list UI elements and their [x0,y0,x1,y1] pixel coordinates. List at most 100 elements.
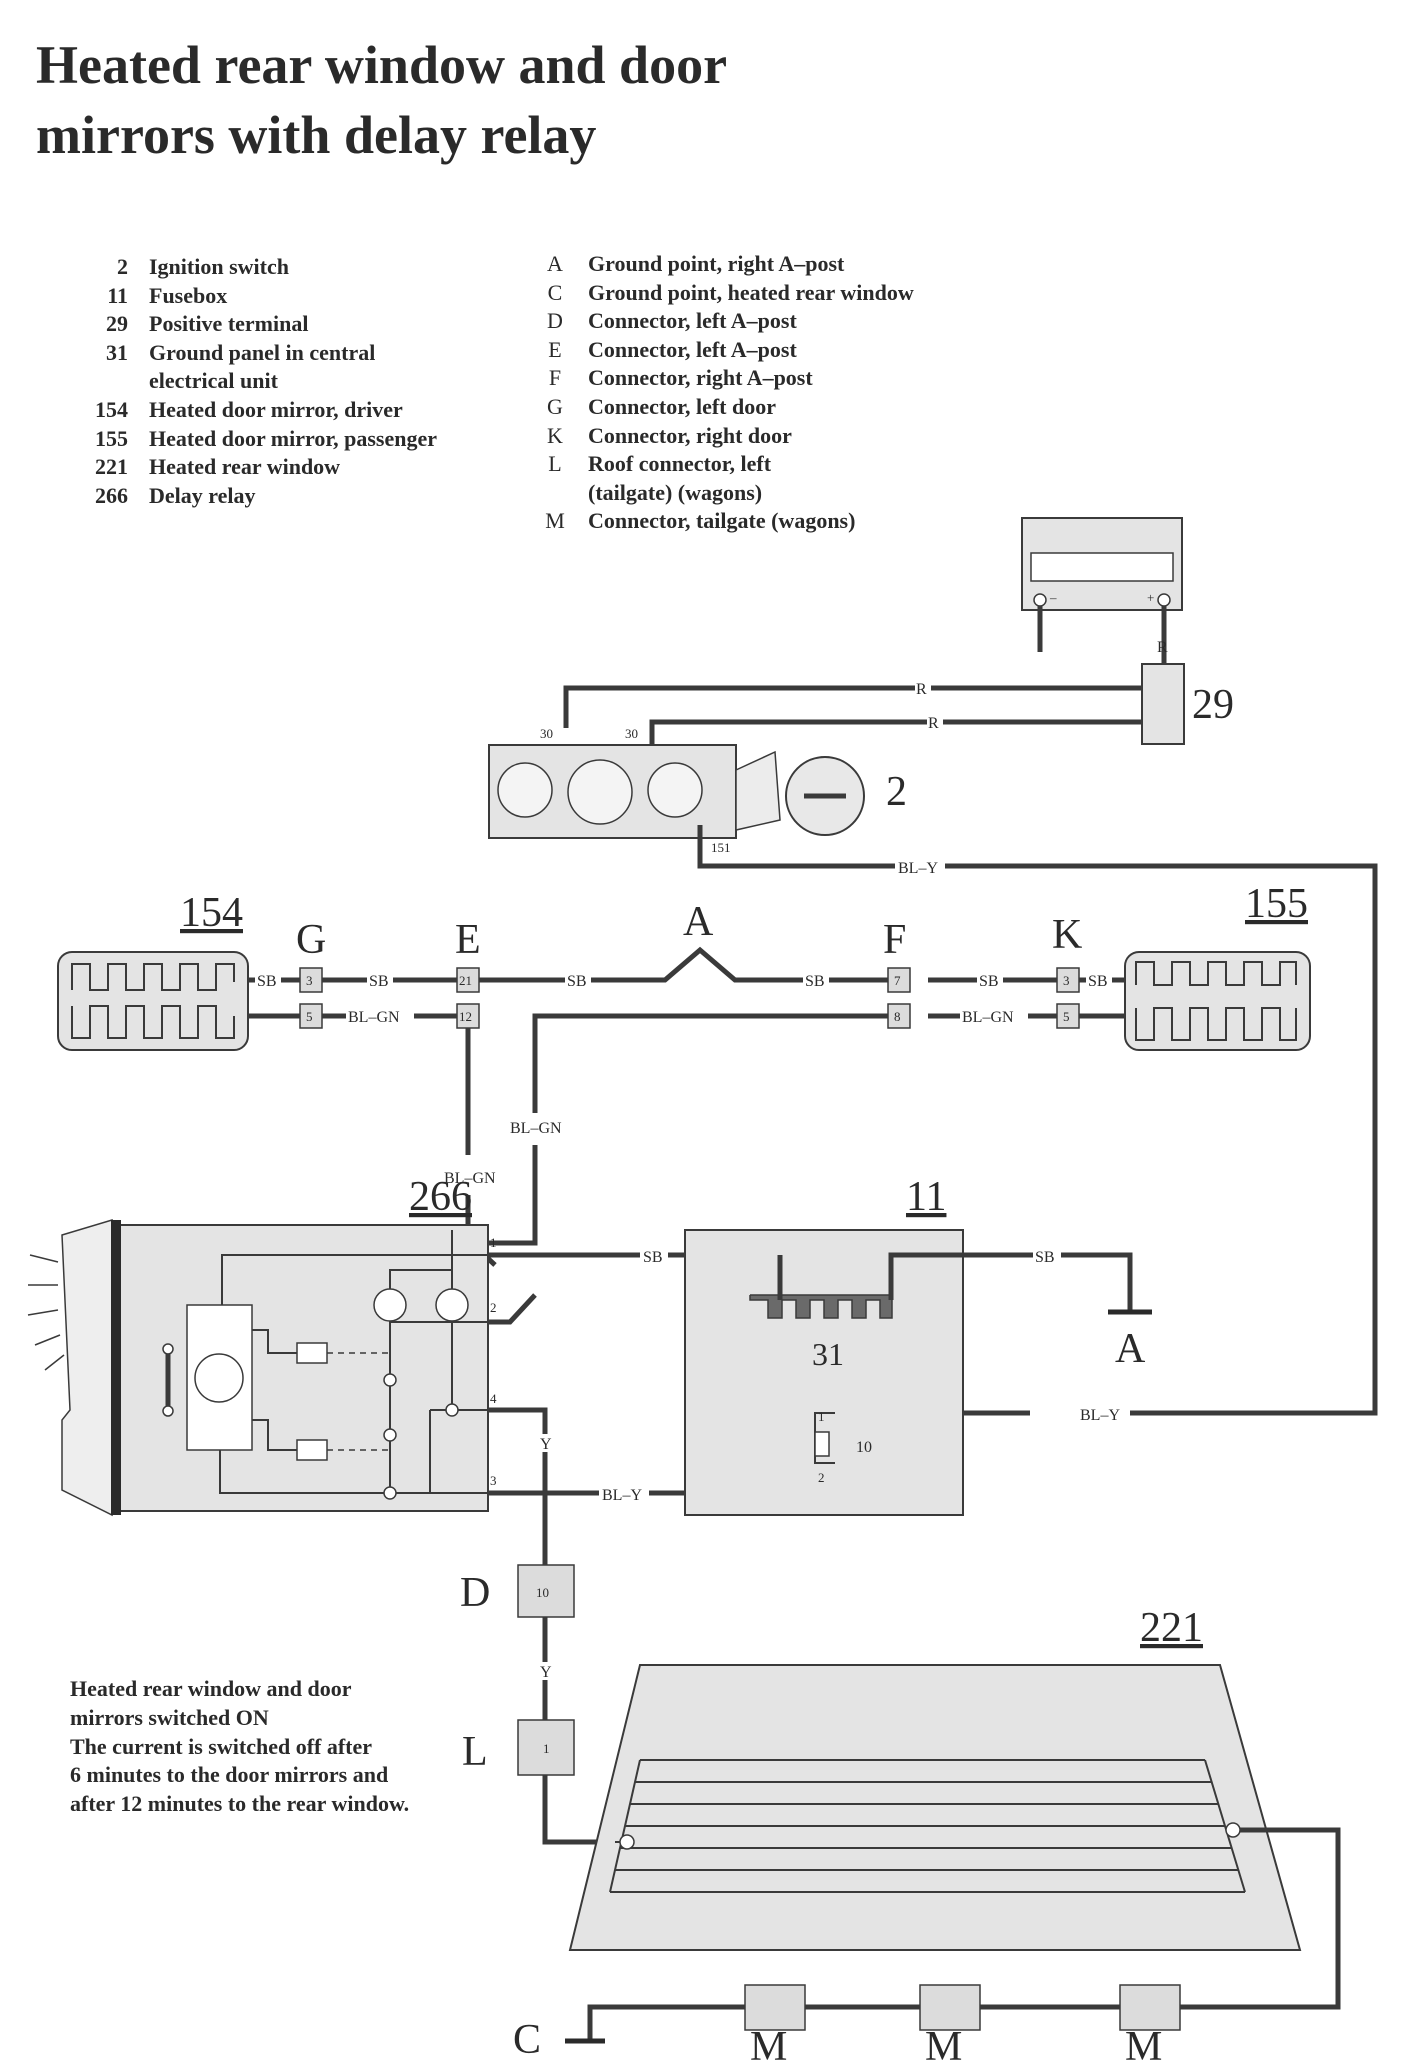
legend-text: Positive terminal [149,311,309,337]
mirror-heating-element [1135,961,1297,986]
wire-label-bg [538,1662,554,1680]
connector-m-body [744,1984,806,2031]
wire-label-sb: SB [979,973,999,990]
wire-label-sb: SB [1035,1249,1055,1266]
wire-bl-y [697,825,1378,1416]
ignition-pin-151: 151 [711,840,731,855]
note-line: The current is switched off after [70,1733,373,1759]
note-line: mirrors switched ON [70,1704,269,1730]
wire-label-bg [1078,1404,1128,1424]
relay-junction [445,1403,459,1417]
relay-pin-label: 3 [490,1473,497,1488]
relay-dashboard-switch [61,1218,113,1517]
heated-mirror-passenger: 155 [1124,881,1311,1051]
legend-text: (tailgate) (wagons) [588,479,763,505]
connector-e-pin21 [456,967,480,993]
wire-label-sb: SB [567,973,587,990]
connector-k-pin5 [1056,1003,1080,1029]
wire-ground-return [1180,1827,1341,2010]
note-line: Heated rear window and door [70,1676,352,1701]
connector-l-label: L [462,1729,488,1775]
legend-number: 11 [107,282,128,308]
connector-l-body [517,1719,575,1776]
wire-label-bg [538,1434,554,1452]
relay-internal-wire [219,1450,488,1494]
heated-rear-window: 221 [568,1605,1302,1951]
relay-pin-label: 4 [490,1391,497,1406]
ignition-contact [567,759,633,825]
connector-e-label: E [455,917,481,963]
legend-text: Ground point, right A–post [588,251,845,276]
legend-text: Heated rear window [149,454,341,480]
wire-label-bg [255,972,281,990]
mirror-155-body [1124,951,1311,1051]
wire-r-1 [563,685,1142,728]
pin-label: 12 [459,1009,472,1024]
ignition-contact [647,762,703,818]
connector-k-pin3 [1056,967,1080,993]
legend-item: 221 Heated rear window [70,453,437,482]
legend-item: electrical unit [70,367,437,396]
mirror-heating-element [71,1005,235,1039]
wire-label-bg [1086,972,1112,990]
battery-negative-terminal [1033,593,1047,607]
legend-text: Connector, left door [588,393,776,419]
relay-internal-wire [252,1419,297,1451]
wire-label-r: R [916,681,927,698]
wire-label-sb: SB [257,973,277,990]
legend-text: Roof connector, left [588,451,772,477]
legend-text: Connector, right A–post [588,365,813,391]
fusebox-body [684,1229,964,1516]
legend-number: 221 [95,454,128,480]
wire-label-y: Y [540,1436,552,1453]
wire-label-y: Y [540,1664,552,1681]
legend-letter: A [547,251,563,276]
operation-note: Heated rear window and door mirrors swit… [70,1675,409,1819]
component-2-label: 2 [886,769,907,815]
legend-letter: C [547,279,563,305]
transistor-icon [194,1353,244,1403]
wire-label-bl-gn: BL–GN [444,1170,496,1187]
mirror-heating-element [71,963,235,991]
wire-label-bl-y: BL–Y [1080,1407,1120,1424]
pin-label: 3 [1063,973,1070,988]
legend-letter: D [547,308,563,334]
legend-text: electrical unit [149,368,278,394]
connector-l-pin: 1 [543,1741,550,1756]
legend-number: 155 [95,425,128,451]
page-title: Heated rear window and door mirrors with… [36,30,936,170]
connector-m-1: M [744,1984,806,2065]
connector-m-label: M [750,2024,787,2065]
rear-window-glass [568,1664,1302,1951]
fuse-pin-label: 1 [818,1409,825,1424]
connector-f-label: F [883,917,906,963]
component-31-label: 31 [812,1336,844,1372]
connector-g-pin3 [299,967,323,993]
pin-label: 5 [1063,1009,1070,1024]
wire-label-bg [640,1246,668,1266]
connector-d-pin: 10 [536,1585,549,1600]
wire-label-bg [367,972,393,990]
ground-panel-31 [749,1294,893,1319]
fusebox: 11 31 1 2 10 [684,1174,1060,1516]
delay-relay-body [117,1224,489,1512]
heating-busbar [609,1759,641,1893]
wire-label-bl-gn: BL–GN [962,1009,1014,1026]
mirror-154-body [57,951,249,1051]
wire-bl-gn [488,1293,537,1325]
connector-f: 7 8 F [883,917,911,1029]
wire-label-bg [346,1008,414,1026]
connector-d-label: D [460,1570,490,1616]
legend-text: Ignition switch [149,254,289,279]
positive-terminal-block [1141,663,1185,745]
legend-letter: L [548,451,562,477]
